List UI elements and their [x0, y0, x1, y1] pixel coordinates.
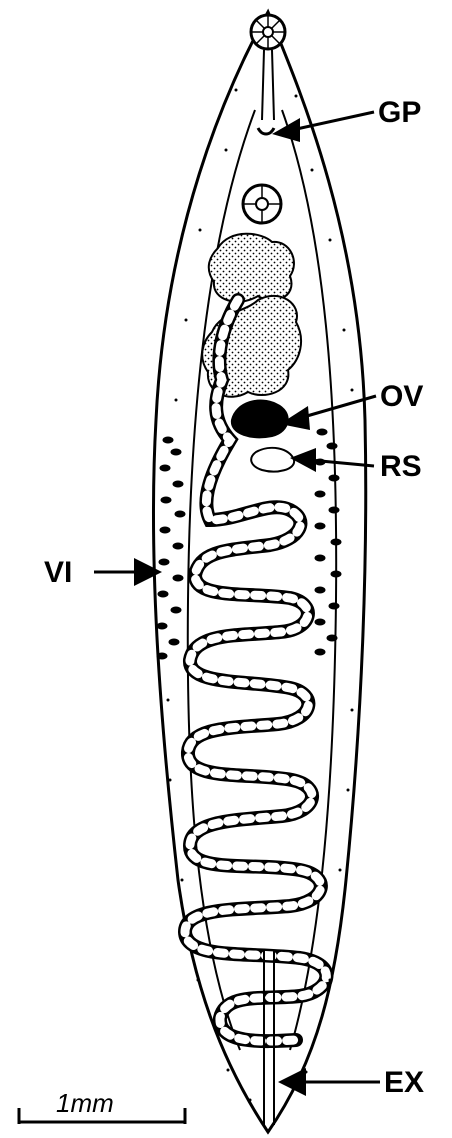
label-vi: VI [44, 556, 72, 589]
label-rs: RS [380, 450, 422, 483]
label-gp: GP [378, 96, 421, 129]
anterior-testis [209, 234, 294, 302]
ventral-sucker [243, 185, 281, 223]
receptaculum-seminis [251, 448, 294, 472]
label-ex: EX [384, 1066, 424, 1099]
scale-bar-label: 1mm [56, 1088, 114, 1118]
label-arrow-vi [94, 558, 162, 586]
label-ov: OV [380, 380, 423, 413]
oral-sucker [251, 15, 285, 49]
ovary [232, 401, 288, 438]
